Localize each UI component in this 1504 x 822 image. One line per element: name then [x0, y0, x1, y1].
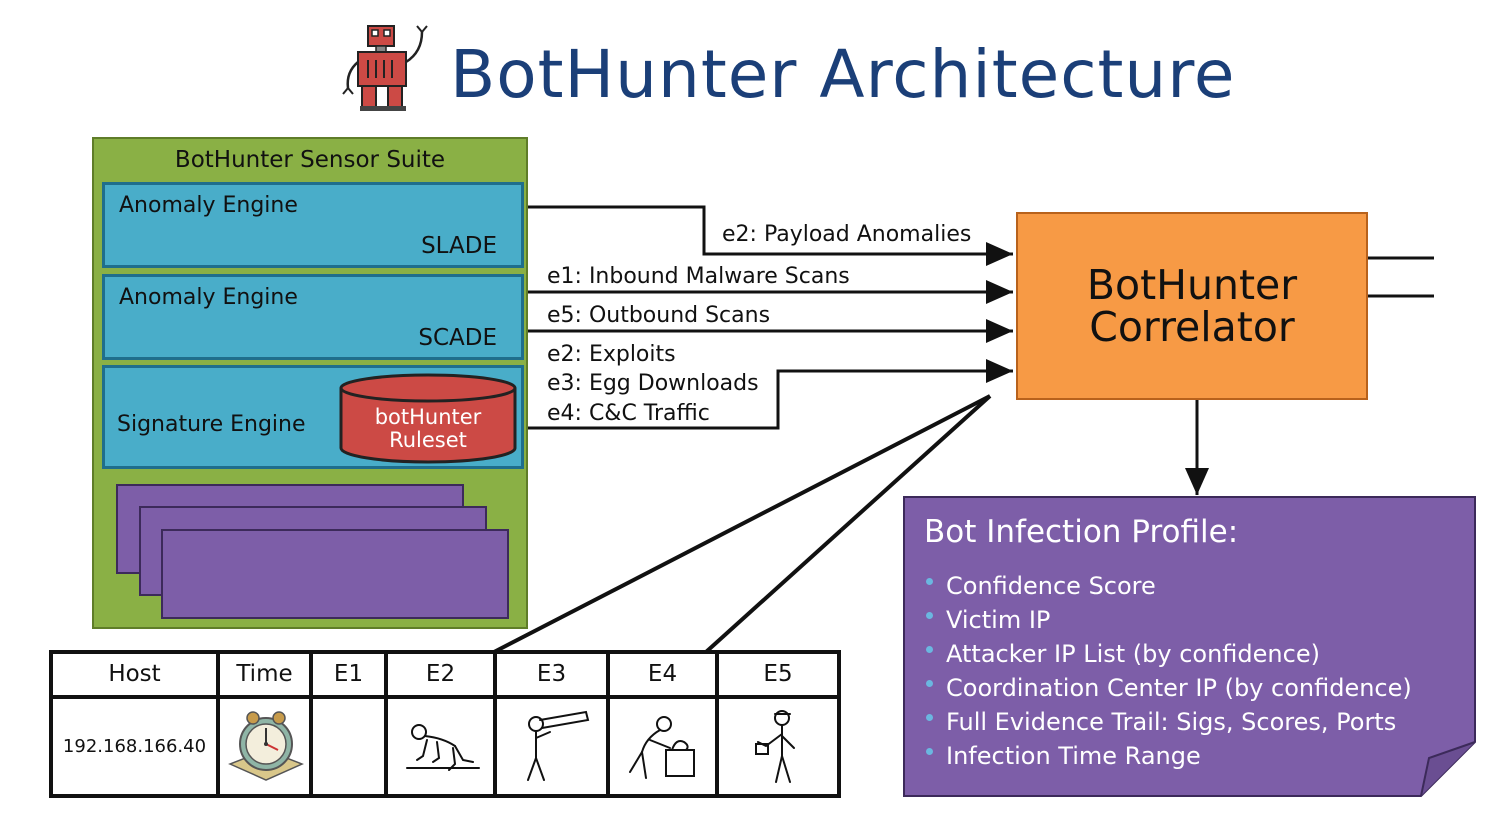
bullet-icon — [926, 748, 933, 755]
table-header-e4: E4 — [647, 661, 678, 687]
callout-line — [493, 394, 991, 654]
edge-payload-line — [528, 205, 1013, 266]
table-header-host: Host — [108, 661, 161, 687]
table-cell-host: 192.168.166.40 — [62, 736, 207, 757]
correlator-label: BotHunter Correlator — [1086, 261, 1298, 351]
signature-engine: Signature Engine botHunter Ruleset — [102, 365, 524, 469]
bullet-icon — [926, 578, 933, 585]
edge-label-egg-downloads: e3: Egg Downloads — [547, 371, 759, 396]
table-header-time: Time — [236, 661, 293, 687]
profile-item-text: Infection Time Range — [946, 742, 1201, 770]
engine-label: Signature Engine — [117, 412, 306, 437]
edge-label-exploits: e2: Exploits — [547, 342, 676, 367]
edge-label-outbound: e5: Outbound Scans — [547, 303, 771, 328]
table-header-e2: E2 — [425, 661, 456, 687]
edge-label-payload: e2: Payload Anomalies — [722, 222, 972, 247]
profile-item-text: Confidence Score — [946, 572, 1156, 600]
engine-label: Anomaly Engine — [119, 285, 298, 310]
bullet-icon — [926, 714, 933, 721]
table-header-e5: E5 — [763, 661, 793, 687]
profile-item-text: Full Evidence Trail: Sigs, Scores, Ports — [946, 708, 1397, 736]
standing-figure-icon — [755, 710, 795, 783]
package-figure-icon — [629, 716, 695, 779]
robot-logo-icon — [342, 25, 428, 111]
edge-label-inbound: e1: Inbound Malware Scans — [547, 264, 850, 289]
alarm-clock-icon — [228, 711, 304, 781]
page-title: BotHunter Architecture — [450, 36, 1236, 113]
bullet-icon — [926, 680, 933, 687]
edge-signature-line — [528, 359, 1013, 430]
anomaly-engine-slade: Anomaly Engine SLADE — [102, 182, 524, 268]
engine-sub-label: SCADE — [418, 325, 497, 351]
table-header-e1: E1 — [333, 661, 364, 687]
anomaly-engine-scade: Anomaly Engine SCADE — [102, 274, 524, 360]
edge-label-cnc-traffic: e4: C&C Traffic — [547, 401, 710, 426]
engine-sub-label: SLADE — [421, 233, 497, 259]
profile-item-text: Coordination Center IP (by confidence) — [946, 674, 1412, 702]
spyglass-figure-icon — [527, 710, 590, 781]
engine-label: Anomaly Engine — [119, 193, 298, 218]
bullet-icon — [926, 646, 933, 653]
callout-line — [704, 394, 992, 654]
profile-item-text: Attacker IP List (by confidence) — [946, 640, 1320, 668]
bullet-icon — [926, 612, 933, 619]
ruleset-label: botHunter Ruleset — [374, 405, 482, 452]
ruleset-database-icon — [339, 373, 517, 464]
table-header-e3: E3 — [536, 661, 567, 687]
correlator-box: BotHunter Correlator — [1016, 212, 1368, 400]
sensor-suite-panel: BotHunter Sensor Suite Anomaly Engine SL… — [92, 137, 528, 629]
profile-item-text: Victim IP — [946, 606, 1051, 634]
crawling-intruder-icon — [406, 724, 480, 771]
sensor-suite-title: BotHunter Sensor Suite — [174, 147, 446, 173]
infection-profile-title: Bot Infection Profile: — [924, 514, 1239, 550]
sensor-module-card — [161, 529, 509, 619]
evidence-table-grid — [49, 650, 841, 798]
infection-profile-panel — [903, 496, 1476, 797]
